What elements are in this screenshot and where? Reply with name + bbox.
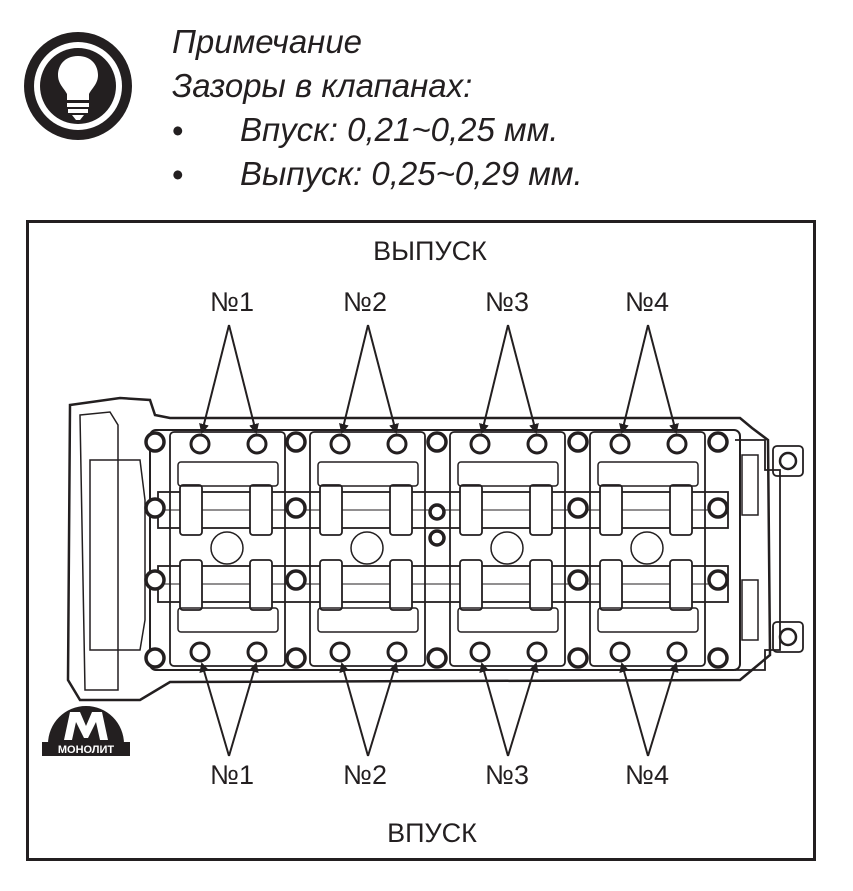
cylinder-label-top: №3 — [485, 287, 529, 317]
cylinder-label-bottom: №3 — [485, 760, 529, 790]
monolit-logo: МОНОЛИТ — [40, 696, 132, 766]
cylinder-label-bottom: №1 — [210, 760, 254, 790]
svg-text:МОНОЛИТ: МОНОЛИТ — [58, 744, 115, 756]
cylinder-label-top: №2 — [343, 287, 387, 317]
cylinder-label-bottom: №4 — [625, 760, 669, 790]
exhaust-label: ВЫПУСК — [373, 236, 487, 266]
bullet: • — [172, 112, 184, 149]
note-subtitle: Зазоры в клапанах: — [172, 67, 473, 104]
diagram-frame — [26, 220, 816, 861]
intake-label: ВПУСК — [387, 818, 477, 848]
note-title: Примечание — [172, 23, 363, 60]
lightbulb-icon — [22, 30, 134, 142]
note-item-intake: Впуск: 0,21~0,25 мм. — [240, 111, 559, 148]
cylinder-label-bottom: №2 — [343, 760, 387, 790]
note-item-exhaust: Выпуск: 0,25~0,29 мм. — [240, 155, 583, 192]
bullet: • — [172, 156, 184, 193]
cylinder-label-top: №4 — [625, 287, 669, 317]
cylinder-label-top: №1 — [210, 287, 254, 317]
note-block: Примечание Зазоры в клапанах: — [172, 20, 472, 108]
